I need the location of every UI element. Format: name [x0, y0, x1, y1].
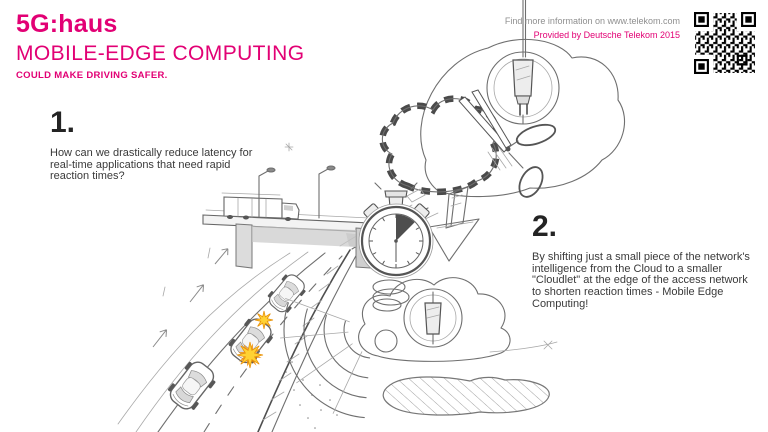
brand-logo: 5G:haus [16, 10, 118, 38]
stopwatch-icon [358, 182, 434, 279]
truck [221, 192, 300, 221]
scissors-icon [458, 89, 557, 198]
shadow-blob [382, 376, 550, 416]
cloudlet-icon [358, 277, 558, 362]
cutout-cloudlet [284, 95, 513, 203]
car [163, 355, 221, 416]
info-block: Find more information on www.telekom.com… [505, 15, 680, 42]
power-plug-icon [486, 0, 560, 125]
text-line: to shorten reaction times - Mobile Edge [532, 285, 724, 298]
text-line: By shifting just a small piece of the ne… [532, 251, 750, 263]
text-line: real-time applications that need rapid [50, 158, 231, 171]
street-lamp [318, 165, 336, 219]
hazard-flash-icon [254, 310, 274, 330]
section-answer: 2. By shifting just a small piece of the… [532, 210, 768, 310]
page-tagline: COULD MAKE DRIVING SAFER. [16, 70, 168, 81]
section-number: 2. [532, 210, 558, 243]
text-line: Computing! [532, 297, 589, 310]
text-line: intelligence from the Cloud to a smaller [532, 262, 723, 275]
section-text: By shifting just a small piece of the ne… [532, 251, 768, 310]
qr-code-icon [694, 12, 756, 74]
section-text: How can we drastically reduce latency fo… [50, 147, 285, 183]
text-line: "Cloudlet" at the edge of the access net… [532, 274, 748, 287]
rope-coil [372, 279, 410, 312]
radio-waves-icon [280, 298, 371, 419]
cloud-icon [420, 38, 626, 198]
page-title: MOBILE-EDGE COMPUTING [16, 42, 305, 65]
roadside-dots [285, 361, 338, 429]
section-number: 1. [50, 106, 76, 139]
header: 5G:haus MOBILE-EDGE COMPUTING COULD MAKE… [16, 10, 304, 81]
lane-arrows [152, 248, 229, 348]
street-lamp [258, 167, 276, 218]
text-line: reaction times? [50, 170, 125, 183]
info-line-url: Find more information on www.telekom.com [504, 16, 680, 26]
info-line-provider: Provided by Deutsche Telekom 2015 [533, 29, 680, 40]
section-question: 1. How can we drastically reduce latency… [50, 106, 285, 183]
hazard-flash-icon [236, 341, 264, 369]
text-line: How can we drastically reduce latency fo… [50, 147, 253, 159]
down-arrow-icon [428, 186, 480, 262]
